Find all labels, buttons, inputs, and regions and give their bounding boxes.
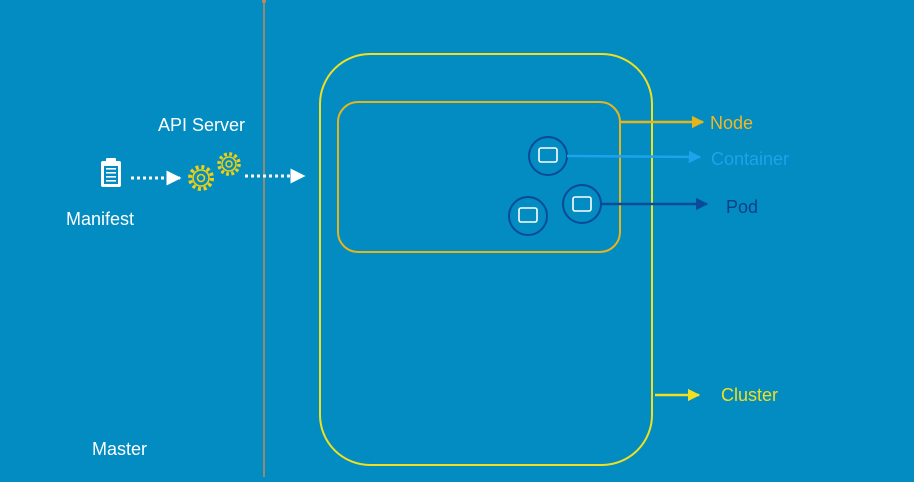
cluster-label: Cluster [721, 385, 779, 405]
container-icon [572, 196, 592, 212]
container-arrow [566, 150, 702, 164]
container-icon [518, 207, 538, 223]
pod-label: Pod [726, 197, 759, 217]
pod-circle [528, 136, 568, 176]
container-label: Container [711, 149, 790, 169]
manifest-label: Manifest [66, 209, 135, 229]
master-label: Master [92, 439, 148, 459]
pod-left [508, 196, 548, 236]
clipboard-icon [101, 158, 121, 187]
container-icon [538, 147, 558, 163]
pod-circle [562, 184, 602, 224]
pod-circle [508, 196, 548, 236]
divider-end-dot [262, 0, 266, 3]
pod-top [528, 136, 568, 176]
pod-right [562, 184, 602, 224]
node-label: Node [710, 113, 754, 133]
gears-icon [188, 152, 241, 191]
cluster-boundary [319, 53, 653, 466]
api-server-label: API Server [158, 115, 246, 135]
node-boundary [337, 101, 621, 253]
